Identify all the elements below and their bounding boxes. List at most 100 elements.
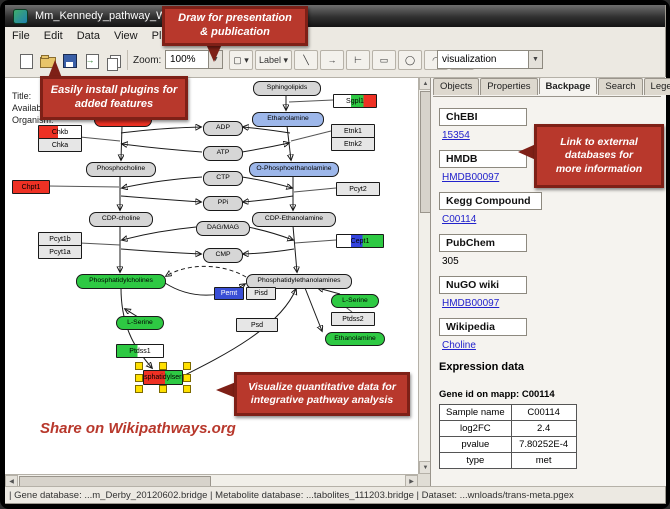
node-cdp-ethanolamine[interactable]: CDP-Ethanolamine — [252, 212, 336, 227]
info-label-1: Availability: — [12, 103, 57, 113]
node-dag[interactable]: DAG/MAG — [196, 221, 250, 236]
node-adp[interactable]: ADP — [203, 121, 243, 136]
node-ctp[interactable]: CTP — [203, 171, 243, 186]
side-panel: ObjectsPropertiesBackpageSearchLegend Ch… — [430, 77, 670, 486]
section-header: ChEBI — [439, 108, 527, 126]
external-link[interactable]: HMDB00097 — [442, 298, 500, 309]
node-ptdss1[interactable]: Ptdss1 — [116, 344, 164, 358]
selection-handle[interactable] — [183, 385, 191, 393]
tab-properties[interactable]: Properties — [480, 78, 538, 95]
horizontal-scrollbar[interactable]: ◀ ▶ — [5, 474, 418, 488]
line-tool[interactable]: ╲ — [294, 50, 319, 70]
node-l-serine-left[interactable]: L-Serine — [116, 316, 164, 330]
node-phosphatidylcholines[interactable]: Phosphatidylcholines — [76, 274, 166, 289]
chevron-down-icon[interactable]: ▼ — [528, 51, 542, 68]
label-dropdown[interactable]: Label ▾ — [255, 50, 293, 70]
node-psd[interactable]: Psd — [236, 318, 278, 332]
node-l-serine-right[interactable]: L-Serine — [331, 294, 379, 308]
node-pcyt1b[interactable]: Pcyt1b — [38, 232, 82, 246]
vertical-scrollbar[interactable]: ▲ ▼ — [418, 77, 432, 474]
node-cmp[interactable]: CMP — [203, 248, 243, 263]
node-etnk1[interactable]: Etnk1 — [331, 124, 375, 138]
node-ps[interactable]: Phosphatidylserines — [143, 370, 183, 385]
tab-search[interactable]: Search — [598, 78, 643, 95]
tab-legend[interactable]: Legend — [643, 78, 670, 95]
external-link[interactable]: 15354 — [442, 130, 470, 141]
node-chka[interactable]: Chka — [38, 138, 82, 152]
section-header: Wikipedia — [439, 318, 527, 336]
selection-handle[interactable] — [159, 385, 167, 393]
info-label-2: Organism: — [12, 115, 54, 125]
node-o-phosphoethanolamine[interactable]: O-Phosphoethanolamine — [249, 162, 339, 177]
callout-visualize-pointer — [216, 382, 236, 398]
external-link[interactable]: HMDB00097 — [442, 172, 500, 183]
oval-tool[interactable]: ◯ — [398, 50, 423, 70]
node-chpt1[interactable]: Chpt1 — [12, 180, 50, 194]
table-cell: 7.80252E-4 — [510, 436, 577, 453]
selection-handle[interactable] — [135, 385, 143, 393]
node-atp[interactable]: ATP — [203, 146, 243, 161]
section-header: NuGO wiki — [439, 276, 527, 294]
menu-data[interactable]: Data — [76, 29, 100, 42]
external-link[interactable]: C00114 — [442, 214, 477, 225]
share-text: Share on Wikipathways.org — [40, 420, 236, 437]
import-button[interactable] — [81, 50, 103, 72]
node-sphingolipids[interactable]: Sphingolipids — [253, 81, 321, 96]
node-pisd[interactable]: Pisd — [246, 287, 276, 300]
node-ethanolamine-top[interactable]: Ethanolamine — [252, 112, 324, 127]
section-value: HMDB00097 — [442, 298, 657, 309]
callout-plugins-pointer — [48, 60, 62, 78]
selection-handle[interactable] — [135, 373, 143, 382]
rect-tool[interactable]: ▭ — [372, 50, 397, 70]
tab-backpage[interactable]: Backpage — [538, 77, 598, 94]
callout-databases-line1: Link to external — [560, 136, 638, 149]
node-phosphatidylethanolamines[interactable]: Phosphatidylethanolamines — [246, 274, 352, 289]
copy-button[interactable] — [103, 50, 125, 72]
callout-databases: Link to external databases for more info… — [534, 124, 664, 188]
external-link[interactable]: Choline — [442, 340, 476, 351]
callout-draw-pointer — [206, 44, 222, 62]
tbar-tool[interactable]: ⊢ — [346, 50, 371, 70]
callout-databases-pointer — [518, 144, 536, 160]
node-pemt[interactable]: Pemt — [214, 287, 244, 300]
menu-edit[interactable]: Edit — [43, 29, 63, 42]
new-file-button[interactable] — [15, 50, 37, 72]
node-ethanolamine-bottom[interactable]: Ethanolamine — [325, 332, 385, 346]
title-bar[interactable]: Mm_Kennedy_pathway_WP1771_45176.gpml — [5, 5, 665, 27]
tab-objects[interactable]: Objects — [433, 78, 480, 95]
menu-view[interactable]: View — [113, 29, 138, 42]
save-button[interactable] — [59, 50, 81, 72]
selection-handle[interactable] — [183, 373, 191, 382]
node-pcyt2[interactable]: Pcyt2 — [336, 182, 380, 196]
visualization-combobox[interactable]: visualization ▼ — [437, 50, 543, 69]
callout-draw-line2: & publication — [200, 26, 270, 38]
table-cell: pvalue — [439, 436, 512, 453]
node-ppi[interactable]: PPi — [203, 196, 243, 211]
node-cept1[interactable]: Cept1 — [336, 234, 384, 248]
node-phosphocholine[interactable]: Phosphocholine — [86, 162, 156, 177]
selection-handle[interactable] — [183, 362, 191, 370]
selection-handle[interactable] — [159, 362, 167, 370]
node-pcyt1a[interactable]: Pcyt1a — [38, 245, 82, 259]
arrow-tool[interactable]: → — [320, 50, 345, 70]
section-header: Kegg Compound — [439, 192, 542, 210]
section-value: HMDB00097 — [442, 172, 657, 183]
node-ptdss2[interactable]: Ptdss2 — [331, 312, 375, 326]
menu-file[interactable]: File — [12, 29, 30, 42]
node-cdp-choline[interactable]: CDP-choline — [89, 212, 153, 227]
node-sgpl1[interactable]: Sgpl1 — [333, 94, 377, 108]
datanode-dropdown[interactable]: ▢ ▾ — [229, 50, 253, 70]
callout-draw: Draw for presentation & publication — [162, 6, 308, 46]
import-icon — [85, 53, 99, 69]
node-chkb[interactable]: Chkb — [38, 125, 82, 139]
node-etnk2[interactable]: Etnk2 — [331, 137, 375, 151]
plain-value: 305 — [442, 256, 459, 267]
selection-handle[interactable] — [135, 362, 143, 370]
callout-databases-line2: databases for — [564, 149, 634, 162]
